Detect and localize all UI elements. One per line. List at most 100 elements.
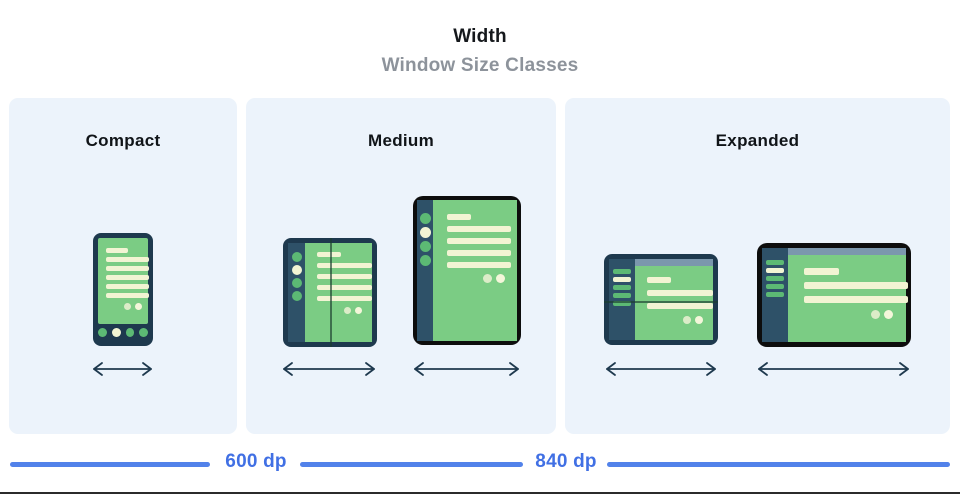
- sidebar-bar: [766, 268, 784, 273]
- screen-content: [98, 238, 149, 324]
- content-line: [804, 282, 908, 289]
- phone-portrait-illustration: [93, 233, 153, 346]
- nav-rail: [288, 243, 305, 342]
- width-arrow-icon: [758, 362, 909, 376]
- panel-medium-devices: [246, 98, 556, 434]
- width-arrow-icon: [283, 362, 375, 376]
- content-line: [447, 214, 471, 220]
- nav-bar-dot: [98, 328, 107, 337]
- screen-content: [635, 266, 713, 340]
- nav-bar-dot: [111, 328, 121, 337]
- screen-dots: [106, 303, 148, 310]
- foldable-landscape-illustration: [604, 254, 718, 345]
- content-line: [106, 266, 149, 271]
- content-line: [647, 277, 671, 283]
- content-line: [447, 250, 511, 256]
- screen-dot: [355, 307, 362, 314]
- nav-rail-dot: [291, 278, 302, 288]
- content-line: [317, 263, 372, 268]
- content-line: [106, 284, 149, 289]
- content-line: [317, 274, 372, 279]
- screen-dot: [496, 274, 505, 283]
- width-arrow-icon: [93, 362, 152, 376]
- breakpoint-840dp-label: 840 dp: [535, 451, 597, 472]
- screen-dot: [871, 310, 880, 319]
- sidebar-bar: [613, 293, 631, 298]
- sidebar-bar: [613, 269, 631, 274]
- content-line: [317, 285, 372, 290]
- nav-rail-dot: [291, 291, 302, 301]
- sidebar-bar: [613, 285, 631, 290]
- sidebar-bar: [766, 260, 784, 265]
- panel-compact: Compact: [9, 98, 237, 434]
- scale-line-segment-3: [607, 462, 950, 467]
- content-line: [106, 293, 149, 298]
- screen-dot: [135, 303, 142, 310]
- screen-content: [433, 200, 517, 341]
- phone-nav-bar: [98, 324, 148, 341]
- screen-dots: [447, 274, 517, 283]
- nav-bar-dot: [125, 328, 135, 337]
- panel-compact-devices: [9, 98, 237, 434]
- panel-medium-title: Medium: [367, 131, 435, 150]
- fold-line: [330, 238, 332, 347]
- foldable-open-illustration: [283, 238, 377, 347]
- diagram-subtitle: Window Size Classes: [381, 55, 579, 76]
- screen-dot: [695, 316, 703, 324]
- breakpoint-600dp-label: 600 dp: [225, 451, 287, 472]
- device-screen: [98, 238, 149, 324]
- content-line: [106, 248, 128, 253]
- panel-compact-title: Compact: [85, 131, 161, 150]
- content-line: [447, 262, 511, 268]
- screen-dot: [124, 303, 131, 310]
- content-line: [317, 296, 372, 301]
- sidebar-bar: [766, 284, 784, 289]
- screen-content: [788, 255, 908, 342]
- sidebar-bar: [613, 277, 631, 282]
- sidebar-bar: [766, 292, 784, 297]
- app-top-bar: [788, 248, 906, 255]
- screen-dots: [804, 310, 906, 319]
- nav-rail: [417, 200, 433, 341]
- window-bottom-edge: [0, 492, 960, 494]
- content-line: [447, 226, 511, 232]
- content-line: [447, 238, 511, 244]
- content-line: [106, 257, 149, 262]
- content-line: [804, 296, 908, 303]
- screen-dot: [483, 274, 492, 283]
- sidebar-bar: [766, 276, 784, 281]
- diagram-title: Width: [453, 26, 507, 47]
- width-arrow-icon: [606, 362, 716, 376]
- panel-expanded-title: Expanded: [715, 131, 800, 150]
- screen-dots: [317, 307, 372, 314]
- panel-expanded: Expanded: [565, 98, 950, 434]
- panel-medium: Medium: [246, 98, 556, 434]
- nav-sidebar: [762, 248, 788, 342]
- fold-line: [604, 301, 718, 304]
- content-line: [317, 252, 341, 257]
- tablet-portrait-illustration: [413, 196, 521, 345]
- nav-rail-dot: [419, 255, 431, 266]
- nav-rail-dot: [419, 241, 431, 252]
- screen-content: [305, 243, 372, 342]
- tablet-landscape-illustration: [757, 243, 911, 347]
- screen-dot: [344, 307, 351, 314]
- content-line: [106, 275, 149, 280]
- nav-sidebar: [609, 259, 635, 340]
- nav-rail-dot: [291, 252, 302, 262]
- content-line: [647, 290, 713, 296]
- panel-expanded-devices: [565, 98, 950, 434]
- width-arrow-icon: [414, 362, 519, 376]
- scale-line-segment-1: [10, 462, 210, 467]
- content-line: [647, 303, 713, 309]
- nav-rail-dot: [419, 213, 431, 224]
- device-screen: [433, 200, 517, 341]
- device-screen: [305, 243, 372, 342]
- nav-bar-dot: [139, 328, 148, 337]
- nav-rail-dot: [419, 227, 431, 238]
- screen-dot: [683, 316, 691, 324]
- scale-line-segment-2: [300, 462, 523, 467]
- screen-dot: [884, 310, 893, 319]
- sidebar-bar: [613, 301, 631, 306]
